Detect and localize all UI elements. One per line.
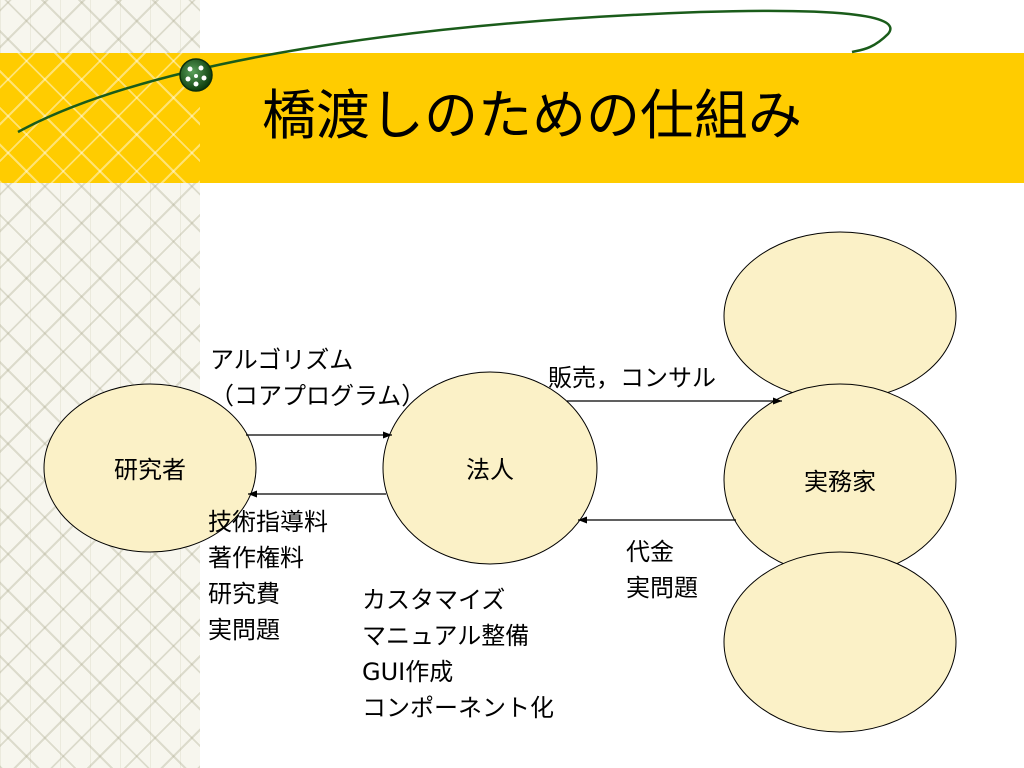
node-label-corporation: 法人: [466, 456, 514, 484]
label-corporation-work-line: GUI作成: [362, 658, 454, 686]
label-researcher-returns-line: 著作権料: [208, 544, 304, 572]
node-practitioner-upper-ellipse: [723, 231, 957, 401]
label-algorithm: アルゴリズム （コアプログラム）: [210, 342, 425, 414]
label-payment-line: 代金: [626, 538, 674, 566]
label-researcher-returns-line: 研究費: [208, 580, 280, 608]
label-algorithm-line: （コアプログラム）: [210, 382, 426, 410]
title-band-pattern: [0, 53, 200, 183]
label-algorithm-line: アルゴリズム: [210, 346, 354, 374]
label-payment: 代金 実問題: [626, 534, 698, 606]
label-corporation-work: カスタマイズ マニュアル整備 GUI作成 コンポーネント化: [362, 582, 554, 726]
node-researcher-ellipse: [43, 383, 257, 553]
label-corporation-work-line: コンポーネント化: [362, 694, 554, 722]
node-label-researcher: 研究者: [114, 456, 186, 484]
decorative-ball-icon: [179, 58, 213, 92]
label-corporation-work-line: マニュアル整備: [362, 622, 530, 650]
label-researcher-returns-line: 技術指導料: [208, 508, 328, 536]
slide-title: 橋渡しのための仕組み: [262, 84, 802, 147]
label-researcher-returns: 技術指導料 著作権料 研究費 実問題: [208, 504, 328, 648]
node-practitioner-lower-ellipse: [723, 551, 957, 733]
title-band: [0, 53, 1024, 183]
node-label-practitioner: 実務家: [804, 468, 876, 496]
node-corporation-ellipse: [382, 371, 598, 565]
label-researcher-returns-line: 実問題: [208, 616, 280, 644]
label-sales: 販売，コンサル: [548, 364, 716, 392]
label-payment-line: 実問題: [626, 574, 698, 602]
label-corporation-work-line: カスタマイズ: [362, 586, 506, 614]
